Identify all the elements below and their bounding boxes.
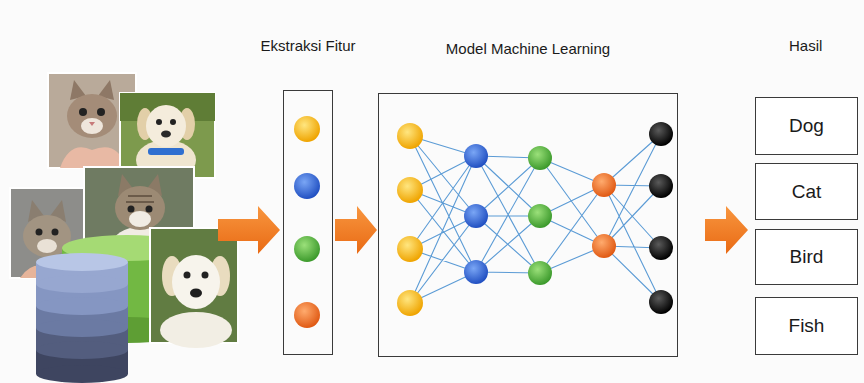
box-heading: Ekstraksi Fitur [260,37,355,54]
result-box: Cat [755,163,858,220]
neural-network [397,122,673,316]
result-label: Dog [789,115,824,137]
flow-arrow [705,206,748,254]
result-label: Fish [789,315,825,337]
result-label: Cat [792,181,822,203]
box-heading: Model Machine Learning [446,40,610,57]
feature-box: Ekstraksi Fitur [283,90,333,355]
flow-arrow [218,206,280,254]
flow-arrow [335,206,377,254]
result-box: Bird [755,229,858,285]
result-label: Bird [790,246,824,268]
photo-collage [10,73,238,383]
result-box: Fish [755,297,858,355]
column-heading: Hasil [789,37,822,54]
model-box: Model Machine Learning [378,93,678,357]
feature-dots [294,116,320,328]
result-box: Dog [755,97,858,155]
